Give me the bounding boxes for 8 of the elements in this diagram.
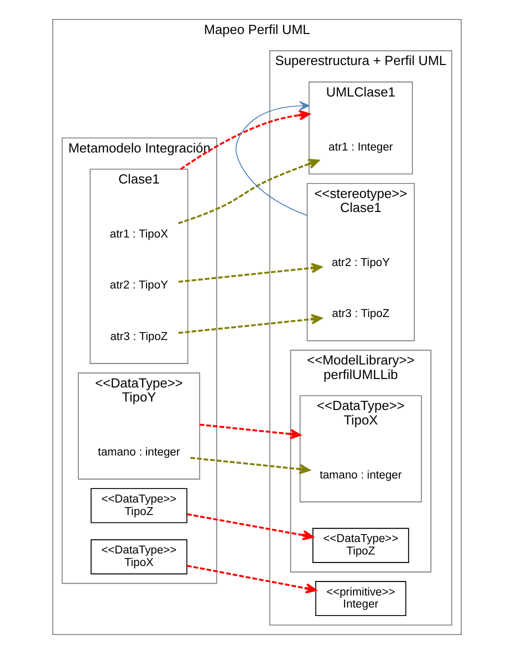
node-text: atr1 : TipoX [110, 228, 168, 241]
node-text: atr2 : TipoY [332, 256, 390, 269]
node-text: atr3 : TipoZ [332, 308, 390, 320]
node-text: tamano : integer [98, 446, 180, 459]
node-text: atr2 : TipoY [110, 280, 168, 292]
node-text: atr3 : TipoZ [110, 330, 168, 343]
node-text: atr1 : Integer [328, 141, 393, 154]
node-text: tamano : integer [320, 469, 402, 482]
